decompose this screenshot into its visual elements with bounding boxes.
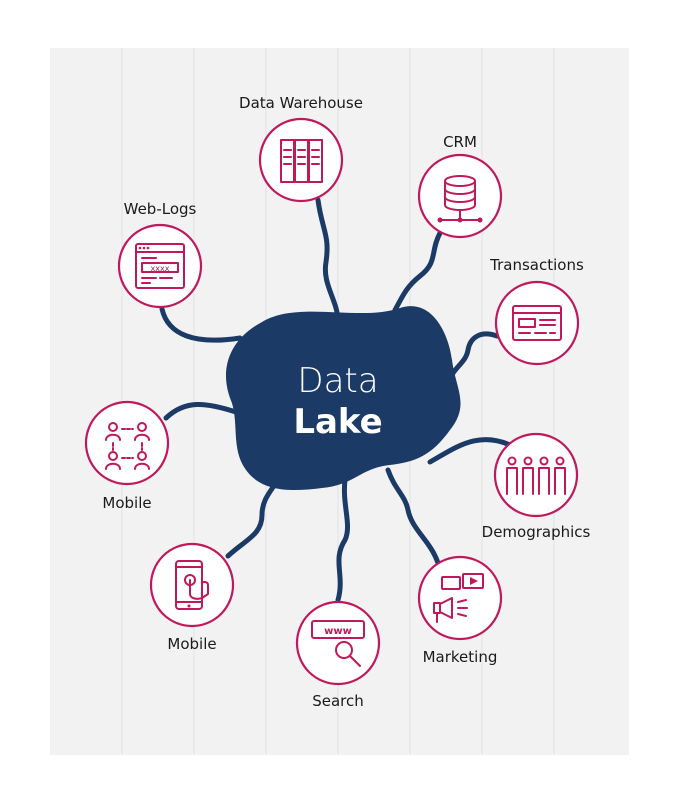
node-demographics: Demographics xyxy=(482,432,591,541)
node-marketing: Marketing xyxy=(417,555,503,666)
database-icon xyxy=(437,175,483,223)
label-mobile-network: Mobile xyxy=(102,494,151,512)
node-transactions: Transactions xyxy=(489,256,584,366)
label-mobile-phone: Mobile xyxy=(167,635,216,653)
root-data-warehouse xyxy=(315,197,341,325)
label-data-warehouse: Data Warehouse xyxy=(239,94,363,112)
data-lake-title-line2: Lake xyxy=(293,402,382,442)
connector-roots xyxy=(159,197,519,603)
megaphone-icon xyxy=(433,573,484,623)
node-crm: CRM xyxy=(417,133,503,239)
login-form-text: xxxx xyxy=(151,264,170,273)
node-mobile-phone: Mobile xyxy=(149,542,235,653)
data-lake-blob xyxy=(225,306,461,491)
server-rack-icon xyxy=(280,139,323,183)
label-search: Search xyxy=(312,692,364,710)
root-web-logs xyxy=(159,306,243,343)
browser-window-icon xyxy=(512,305,562,341)
people-group-icon xyxy=(506,456,566,495)
node-web-logs: xxxx Web-Logs xyxy=(117,200,203,309)
node-mobile-network: Mobile xyxy=(84,400,170,512)
label-crm: CRM xyxy=(443,133,477,151)
node-search: www Search xyxy=(295,600,381,710)
smartphone-touch-icon xyxy=(175,560,209,610)
www-search-icon: www xyxy=(311,620,365,667)
label-demographics: Demographics xyxy=(482,523,591,541)
label-web-logs: Web-Logs xyxy=(124,200,197,218)
label-marketing: Marketing xyxy=(423,648,498,666)
root-mobile-phone xyxy=(225,477,281,559)
root-demographics xyxy=(427,437,519,465)
data-lake-title-line1: Data xyxy=(297,361,378,401)
node-data-warehouse: Data Warehouse xyxy=(239,94,363,203)
root-transactions xyxy=(447,331,500,381)
root-search xyxy=(335,477,350,603)
user-network-icon xyxy=(105,422,150,470)
label-transactions: Transactions xyxy=(489,256,584,274)
root-crm xyxy=(392,230,443,313)
login-form-icon: xxxx xyxy=(135,243,185,289)
root-mobile-network xyxy=(163,401,239,421)
search-bar-text: www xyxy=(324,626,352,637)
root-marketing xyxy=(385,467,441,566)
